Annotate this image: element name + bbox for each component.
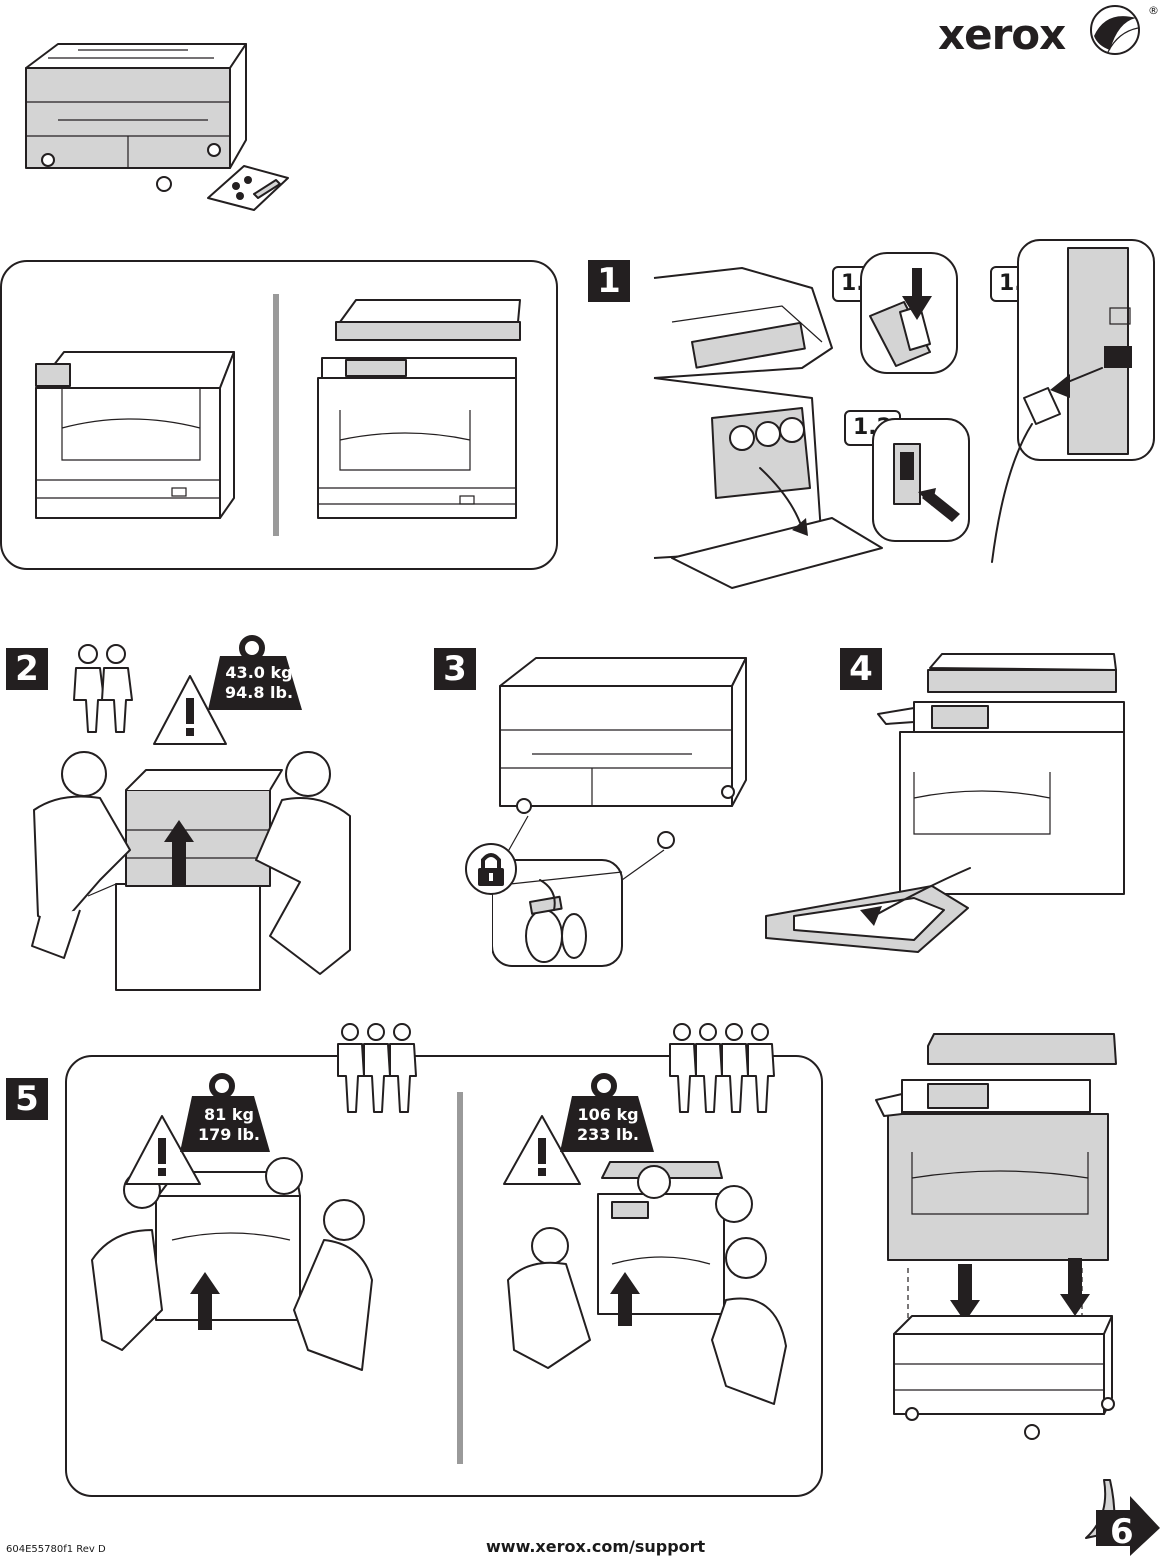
printer-model-illustration <box>35 351 235 519</box>
power-switch-press-panel <box>872 418 970 542</box>
xerox-logo-text: xerox <box>938 10 1066 59</box>
step-2-badge: 2 <box>6 648 48 690</box>
step-4-badge: 4 <box>840 648 882 690</box>
tandem-tray-cabinet-illustration <box>25 43 289 211</box>
power-cord-unplug-panel <box>991 239 1155 563</box>
step-5-badge: 5 <box>6 1078 48 1120</box>
printer-models-panel <box>0 260 558 570</box>
support-url[interactable]: www.xerox.com/support <box>486 1537 706 1556</box>
xerox-sphere-icon <box>1090 5 1140 55</box>
step-5-right-weight-warning-icon <box>503 1073 654 1185</box>
three-people-lift-icon <box>337 1023 417 1113</box>
step-4-remove-tray-illustration <box>765 653 1125 953</box>
step-5-left-weight-warning-icon <box>125 1073 270 1185</box>
step-2-lift-out-of-box-illustration <box>31 751 351 991</box>
next-page-arrow-icon[interactable] <box>1080 1476 1164 1556</box>
people-lift-icon <box>73 644 133 733</box>
four-people-lift-icon <box>669 1023 775 1113</box>
registered-mark: ® <box>1148 4 1159 17</box>
step-1-badge: 1 <box>588 260 630 302</box>
step-2-weight-kg: 43.0 kg <box>225 663 293 682</box>
step-5-right-weight-kg: 106 kg <box>577 1105 639 1124</box>
mfp-model-illustration <box>317 299 521 519</box>
step-5-left-weight-kg: 81 kg <box>204 1105 254 1124</box>
weight-warning-icon <box>153 635 302 745</box>
step-5-right-weight-lb: 233 lb. <box>577 1125 639 1144</box>
step-5-left-weight-lb: 179 lb. <box>198 1125 260 1144</box>
step-3-badge: 3 <box>434 648 476 690</box>
power-switch-off-panel <box>860 252 958 374</box>
step-1-open-front-door-illustration <box>653 267 883 589</box>
step-2-weight-lb: 94.8 lb. <box>224 683 294 702</box>
lock-icon <box>465 843 517 895</box>
next-page-number: 6 <box>1110 1512 1134 1552</box>
printer-on-cabinet-illustration <box>875 1033 1117 1440</box>
part-number: 604E55780f1 Rev D <box>6 1544 106 1555</box>
step-3-cabinet-lock-casters-illustration <box>492 657 747 967</box>
step-5-lift-printer-panel <box>65 1055 823 1497</box>
